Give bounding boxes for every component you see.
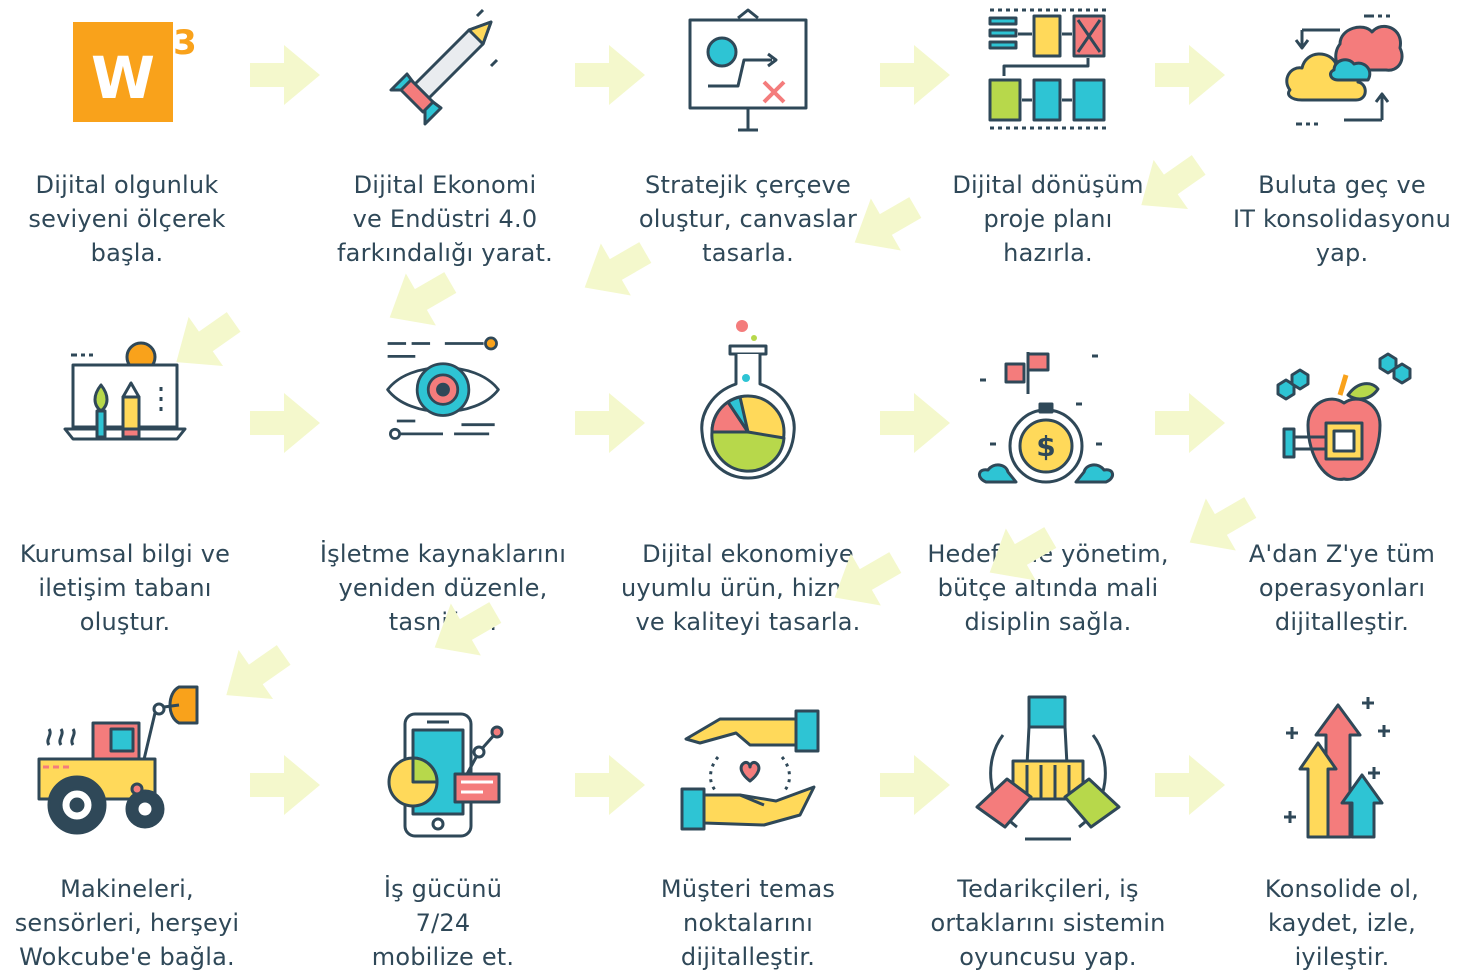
tractor-sensor-icon	[37, 685, 199, 835]
flow-arrow-right	[880, 45, 950, 105]
wokcube-logo-icon: W 3	[73, 22, 197, 122]
laptop-tools-icon	[63, 341, 187, 441]
flow-arrow-right	[1155, 393, 1225, 453]
eye-vision-icon	[386, 336, 500, 440]
flow-arrow-right	[880, 755, 950, 815]
team-hands-icon	[975, 695, 1121, 841]
rocket-pencil-icon	[389, 8, 499, 126]
growth-arrows-icon	[1284, 697, 1390, 839]
svg-text:$: $	[1036, 430, 1055, 463]
flow-arrow-right	[250, 755, 320, 815]
hands-heart-icon	[680, 709, 820, 831]
flow-arrow-right	[250, 45, 320, 105]
dollar-target-icon: $	[978, 352, 1114, 484]
svg-text:3: 3	[173, 23, 197, 63]
svg-text:W: W	[91, 44, 155, 112]
cloud-brain-icon	[1285, 14, 1404, 126]
flow-arrow-right	[250, 393, 320, 453]
flow-arrow-right	[575, 755, 645, 815]
strategy-board-icon	[688, 8, 808, 132]
flow-arrow-right	[880, 393, 950, 453]
flow-arrow-right	[575, 393, 645, 453]
flowchart-plan-icon	[988, 8, 1106, 130]
apple-chip-icon	[1276, 352, 1412, 481]
flask-chart-icon	[700, 320, 796, 480]
flow-arrow-right	[1155, 45, 1225, 105]
smartphone-chart-icon	[387, 712, 504, 838]
flow-arrow-diagonal	[209, 630, 301, 720]
flow-arrow-right	[1155, 755, 1225, 815]
flow-arrow-right	[575, 45, 645, 105]
step-label: Konsolide ol,kaydet, izle,iyileştir.	[1264, 875, 1420, 971]
